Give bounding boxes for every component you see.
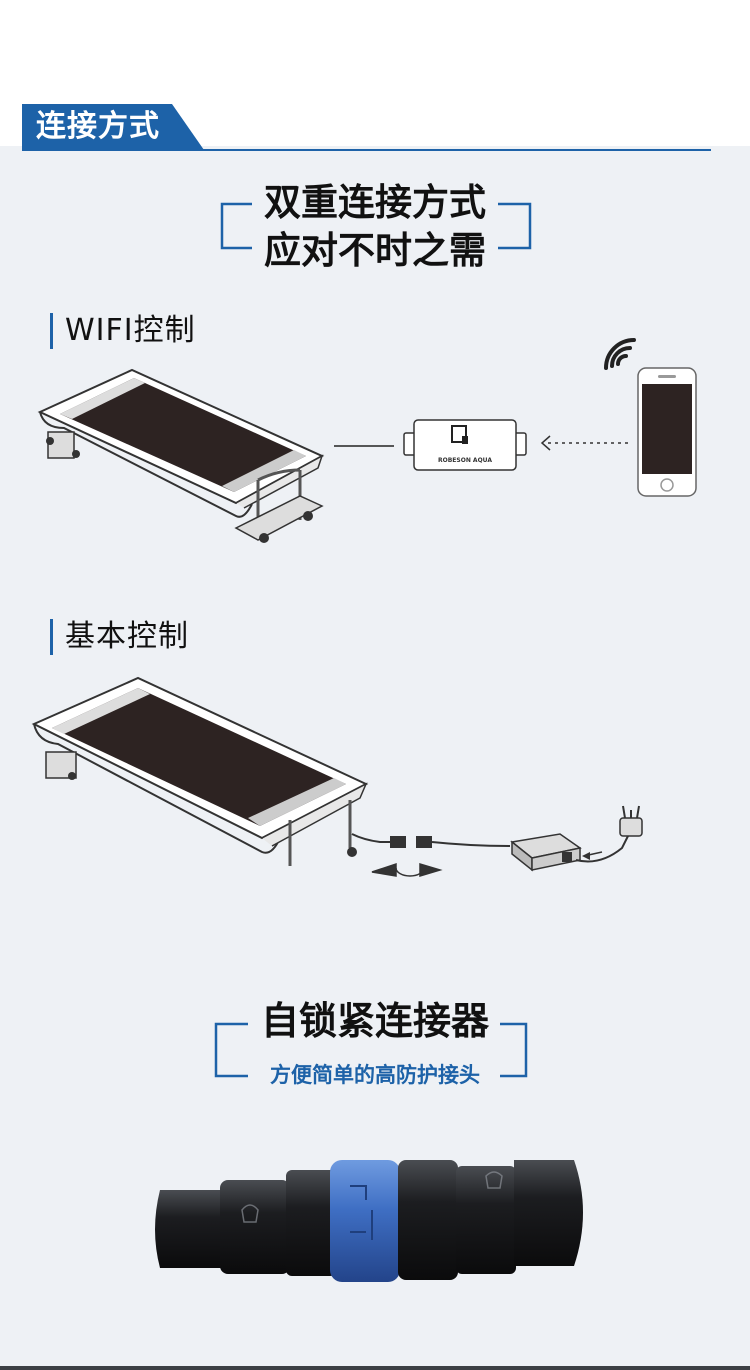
basic-section-title: 基本控制 [50,619,189,655]
wifi-controller-box [403,419,527,471]
section-header-title: 连接方式 [36,109,160,144]
headline-line1: 双重连接方式 [264,181,486,224]
wifi-lamp-illustration [37,368,325,543]
wifi-signal-icon [604,338,636,370]
section-header-tab [22,104,204,150]
header-underline [22,149,711,151]
wifi-section-title: WIFI控制 [50,313,196,349]
connector-subtitle: 方便简单的高防护接头 [270,1063,480,1087]
headline-line2: 应对不时之需 [264,229,486,272]
wall-plug-icon [619,805,643,837]
smartphone-icon [637,367,697,497]
connector-title: 自锁紧连接器 [260,999,489,1043]
power-adapter-icon [510,833,582,872]
footer-rule [0,1366,750,1370]
basic-lamp-illustration [31,676,369,866]
basic-cable-connector-icon [390,836,511,848]
controller-brand-label: ROBESON AQUA [438,457,492,464]
